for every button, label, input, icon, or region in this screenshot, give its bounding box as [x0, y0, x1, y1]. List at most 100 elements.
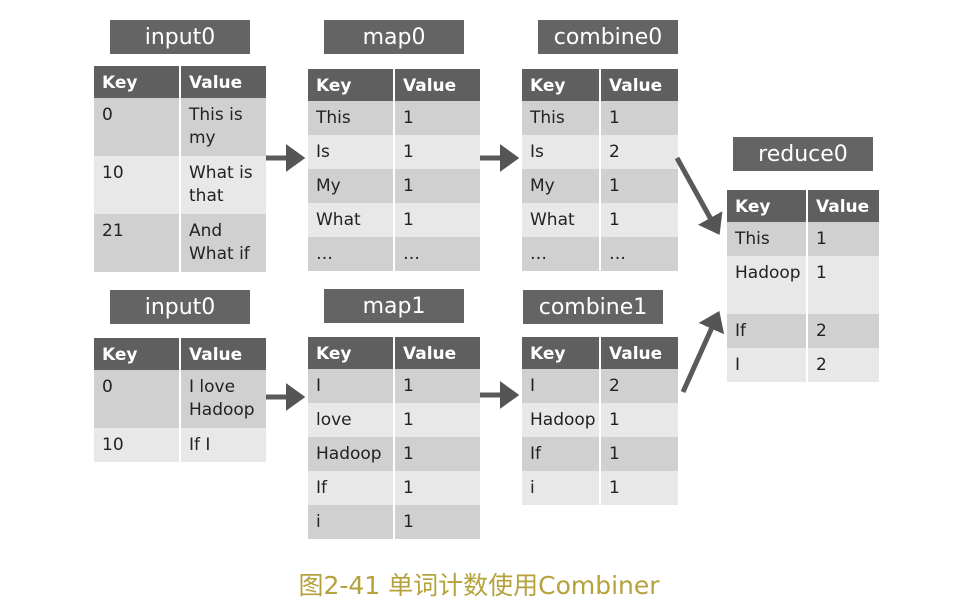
key-header: Key — [727, 190, 808, 222]
key-header: Key — [522, 69, 601, 101]
reduce0-table: Key Value This 1 Hadoop 1 If 2 I 2 — [727, 190, 879, 382]
table-row: My 1 — [522, 169, 678, 203]
value-cell: 1 — [394, 437, 480, 471]
combine1-title: combine1 — [523, 290, 663, 324]
map1-title: map1 — [324, 289, 464, 323]
table-row: 10 What is that — [94, 156, 266, 214]
table-header-row: Key Value — [308, 69, 480, 101]
table-row: 0 I love Hadoop — [94, 370, 266, 428]
input1-title: input0 — [110, 290, 250, 324]
table-row: This 1 — [308, 101, 480, 135]
value-cell: If I — [180, 428, 266, 462]
table-header-row: Key Value — [94, 338, 266, 370]
table-row: I 2 — [522, 369, 678, 403]
key-cell: If — [308, 471, 395, 505]
table-header-row: Key Value — [727, 190, 879, 222]
key-header: Key — [94, 338, 181, 370]
value-cell: 1 — [600, 437, 678, 471]
key-cell: … — [522, 237, 601, 271]
value-cell: 1 — [394, 135, 480, 169]
table-row: Is 2 — [522, 135, 678, 169]
reduce0-title: reduce0 — [733, 137, 873, 171]
value-cell: 2 — [600, 369, 678, 403]
value-header: Value — [180, 66, 266, 98]
table-row: What 1 — [522, 203, 678, 237]
map0-title: map0 — [324, 20, 464, 54]
value-cell: 1 — [394, 505, 480, 539]
value-cell: 1 — [394, 203, 480, 237]
combine1-table: Key Value I 2 Hadoop 1 If 1 i 1 — [522, 337, 678, 505]
key-cell: Hadoop — [727, 256, 808, 314]
table-row: If 1 — [522, 437, 678, 471]
table-row: If 1 — [308, 471, 480, 505]
table-row: My 1 — [308, 169, 480, 203]
table-row: i 1 — [522, 471, 678, 505]
value-cell: 1 — [600, 101, 678, 135]
key-cell: If — [727, 314, 808, 348]
key-header: Key — [308, 69, 395, 101]
value-cell: 1 — [807, 256, 879, 314]
key-cell: i — [308, 505, 395, 539]
key-cell: This — [727, 222, 808, 256]
input0-table: Key Value 0 This is my 10 What is that 2… — [94, 66, 266, 272]
value-header: Value — [394, 69, 480, 101]
key-cell: My — [522, 169, 601, 203]
table-row: love 1 — [308, 403, 480, 437]
table-row: This 1 — [727, 222, 879, 256]
key-cell: I — [522, 369, 601, 403]
key-cell: 21 — [94, 214, 181, 272]
value-cell: 1 — [807, 222, 879, 256]
table-row: … … — [522, 237, 678, 271]
table-row: If 2 — [727, 314, 879, 348]
value-cell: 1 — [394, 169, 480, 203]
value-cell: … — [394, 237, 480, 271]
key-cell: Is — [308, 135, 395, 169]
key-cell: 10 — [94, 156, 181, 214]
value-cell: 2 — [807, 314, 879, 348]
key-cell: This — [522, 101, 601, 135]
table-row: Hadoop 1 — [308, 437, 480, 471]
table-row: I 2 — [727, 348, 879, 382]
combine0-title: combine0 — [538, 20, 678, 54]
map1-table: Key Value I 1 love 1 Hadoop 1 If 1 i 1 — [308, 337, 480, 539]
value-cell: 1 — [394, 101, 480, 135]
value-header: Value — [394, 337, 480, 369]
table-header-row: Key Value — [522, 69, 678, 101]
figure-caption: 图2-41 单词计数使用Combiner — [298, 571, 660, 600]
combine0-table: Key Value This 1 Is 2 My 1 What 1 … … — [522, 69, 678, 271]
input1-table: Key Value 0 I love Hadoop 10 If I — [94, 338, 266, 462]
value-cell: What is that — [180, 156, 266, 214]
key-cell: I — [308, 369, 395, 403]
value-cell: And What if — [180, 214, 266, 272]
key-cell: 0 — [94, 370, 181, 428]
key-cell: 10 — [94, 428, 181, 462]
arrow-combine0-to-reduce0 — [674, 156, 718, 232]
table-row: 10 If I — [94, 428, 266, 462]
arrow-combine1-to-reduce0 — [680, 314, 718, 394]
key-cell: Is — [522, 135, 601, 169]
key-cell: … — [308, 237, 395, 271]
input0-title: input0 — [110, 20, 250, 54]
key-cell: If — [522, 437, 601, 471]
value-header: Value — [180, 338, 266, 370]
value-cell: 2 — [807, 348, 879, 382]
key-header: Key — [308, 337, 395, 369]
value-cell: 1 — [600, 169, 678, 203]
value-cell: 1 — [394, 403, 480, 437]
value-header: Value — [807, 190, 879, 222]
value-cell: 1 — [600, 403, 678, 437]
value-cell: 1 — [394, 471, 480, 505]
key-header: Key — [522, 337, 601, 369]
value-cell: 2 — [600, 135, 678, 169]
key-cell: What — [522, 203, 601, 237]
table-row: Hadoop 1 — [522, 403, 678, 437]
key-cell: Hadoop — [522, 403, 601, 437]
table-header-row: Key Value — [308, 337, 480, 369]
key-cell: My — [308, 169, 395, 203]
key-header: Key — [94, 66, 181, 98]
value-cell: 1 — [394, 369, 480, 403]
value-header: Value — [600, 69, 678, 101]
key-cell: 0 — [94, 98, 181, 156]
key-cell: I — [727, 348, 808, 382]
table-row: 21 And What if — [94, 214, 266, 272]
